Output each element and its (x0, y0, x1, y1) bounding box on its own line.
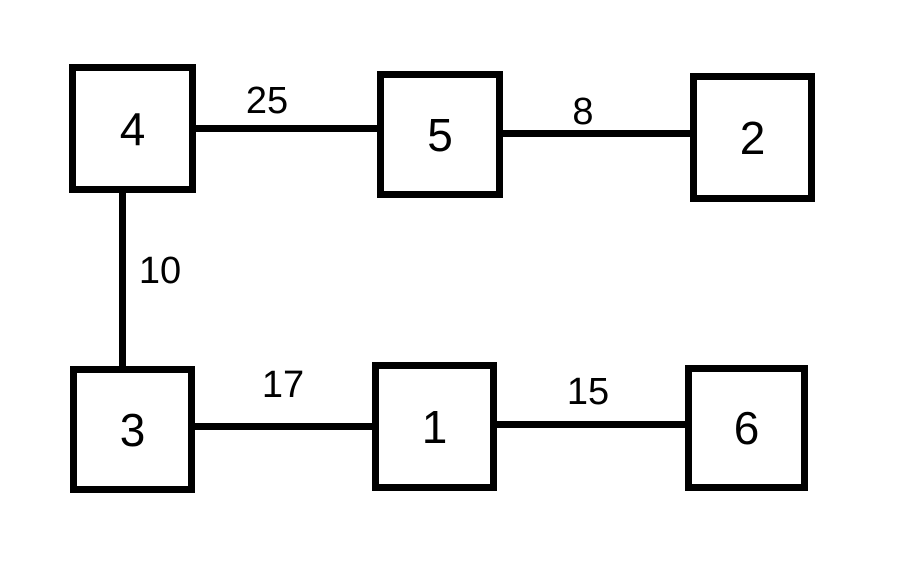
node-3-label: 3 (119, 403, 146, 456)
node-4: 4 (69, 64, 196, 193)
edge-weight-4-3: 10 (138, 250, 182, 292)
node-4-label: 4 (119, 102, 146, 155)
edge-4-5 (196, 125, 377, 132)
node-1: 1 (372, 362, 497, 491)
edge-1-6 (497, 421, 685, 428)
edge-weight-4-5: 25 (245, 80, 289, 122)
edge-3-1 (193, 423, 372, 430)
edge-5-2 (503, 130, 690, 137)
node-6-label: 6 (733, 402, 760, 454)
node-2-label: 2 (739, 111, 766, 164)
edge-weight-1-6: 15 (566, 371, 610, 413)
node-3: 3 (70, 366, 195, 493)
edge-weight-3-1: 17 (261, 364, 305, 406)
node-1-label: 1 (421, 400, 448, 453)
edge-weight-5-2: 8 (572, 91, 594, 133)
edge-4-3 (119, 191, 126, 375)
node-5-label: 5 (427, 108, 453, 161)
node-5: 5 (377, 71, 503, 198)
node-2: 2 (690, 73, 815, 202)
node-6: 6 (685, 365, 808, 491)
